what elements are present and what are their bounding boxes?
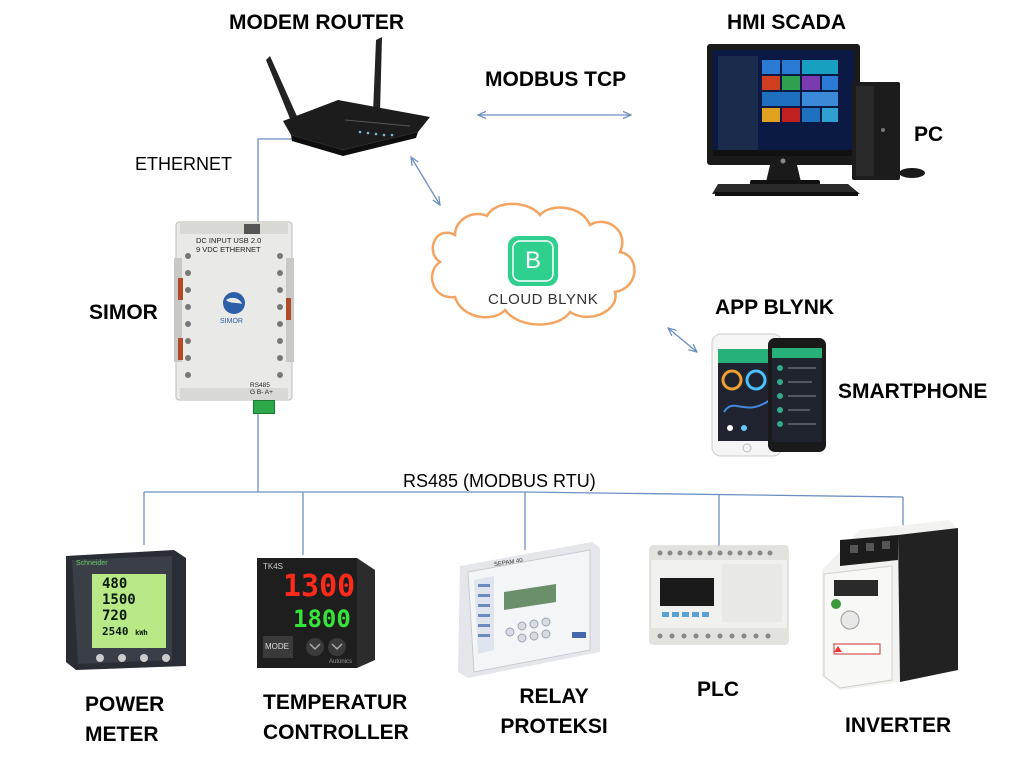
temp-controller-label: TEMPERATUR CONTROLLER <box>263 688 409 748</box>
modbus-tcp-label: MODBUS TCP <box>485 68 627 91</box>
app-blynk-label: APP BLYNK <box>715 296 835 319</box>
cloud-icon-letter: B <box>524 247 541 274</box>
power-meter-unit: kWh <box>135 629 148 637</box>
plc-label: PLC <box>697 678 739 701</box>
temp-controller-mode-button: MODE <box>265 642 289 651</box>
simor-port-line1: RS485 <box>250 382 270 389</box>
router-cloud-arrow <box>411 157 440 205</box>
power-meter-body <box>66 550 186 670</box>
power-meter-display: 480 1500 720 2540 kWh <box>102 576 148 641</box>
temp-controller-sv: 1800 <box>293 605 351 633</box>
temp-controller-device: TK4S 1300 1800 MODE Autonics <box>257 556 377 670</box>
simor-device-body <box>174 221 294 401</box>
power-meter-value-4: 2540 kWh <box>102 624 148 641</box>
relay-device: SEPAM 40 <box>452 540 602 680</box>
ethernet-label: ETHERNET <box>135 154 233 174</box>
power-meter-label-line1: POWER <box>85 693 165 716</box>
simor-label: SIMOR <box>89 301 158 324</box>
power-meter-brand: Schneider <box>76 560 108 567</box>
rs485-bus-right <box>524 491 904 498</box>
power-meter-value-2: 1500 <box>102 592 136 608</box>
modem-router-label: MODEM ROUTER <box>229 11 404 34</box>
simor-rs485-terminal <box>253 400 275 414</box>
simor-port-label: RS485 G B- A+ <box>250 382 273 396</box>
simor-device: DC INPUT USB 2.0 9 VDC ETHERNET SIMOR RS… <box>174 218 294 414</box>
relay-label-line2: PROTEKSI <box>500 715 608 738</box>
power-meter-value-1: 480 <box>102 576 128 592</box>
simor-brand-text: SIMOR <box>220 318 243 325</box>
power-meter-device: Schneider 480 1500 720 2540 kWh <box>62 548 190 672</box>
temp-controller-pv: 1300 <box>283 569 356 604</box>
cloud-app-arrow <box>668 328 697 352</box>
temp-controller-body <box>257 558 375 668</box>
temp-controller-label-line2: CONTROLLER <box>263 721 409 744</box>
power-meter-label-line2: METER <box>85 723 159 746</box>
rs485-bus-label: RS485 (MODBUS RTU) <box>403 471 596 491</box>
relay-body <box>458 542 600 678</box>
temp-controller-label-line1: TEMPERATUR <box>263 691 408 714</box>
relay-label: RELAY PROTEKSI <box>500 682 608 742</box>
temp-controller-brand: Autonics <box>329 659 353 665</box>
pc-label: PC <box>914 123 944 146</box>
temp-controller-model: TK4S <box>263 562 284 571</box>
power-meter-label: POWER METER <box>85 690 164 750</box>
inverter-label: INVERTER <box>845 714 952 737</box>
ethernet-link <box>257 138 300 230</box>
power-meter-value-4-number: 2540 <box>102 625 129 638</box>
simor-top-label: DC INPUT USB 2.0 9 VDC ETHERNET <box>196 236 292 254</box>
relay-label-line1: RELAY <box>519 685 589 708</box>
power-meter-value-3: 720 <box>102 608 128 624</box>
cloud-blynk-label: CLOUD BLYNK <box>488 291 599 308</box>
hmi-scada-label: HMI SCADA <box>727 11 846 34</box>
simor-port-line2: G B- A+ <box>250 389 273 396</box>
simor-top-line1: DC INPUT USB 2.0 <box>196 236 262 245</box>
smartphone-label: SMARTPHONE <box>838 380 988 403</box>
simor-top-line2: 9 VDC ETHERNET <box>196 245 261 254</box>
